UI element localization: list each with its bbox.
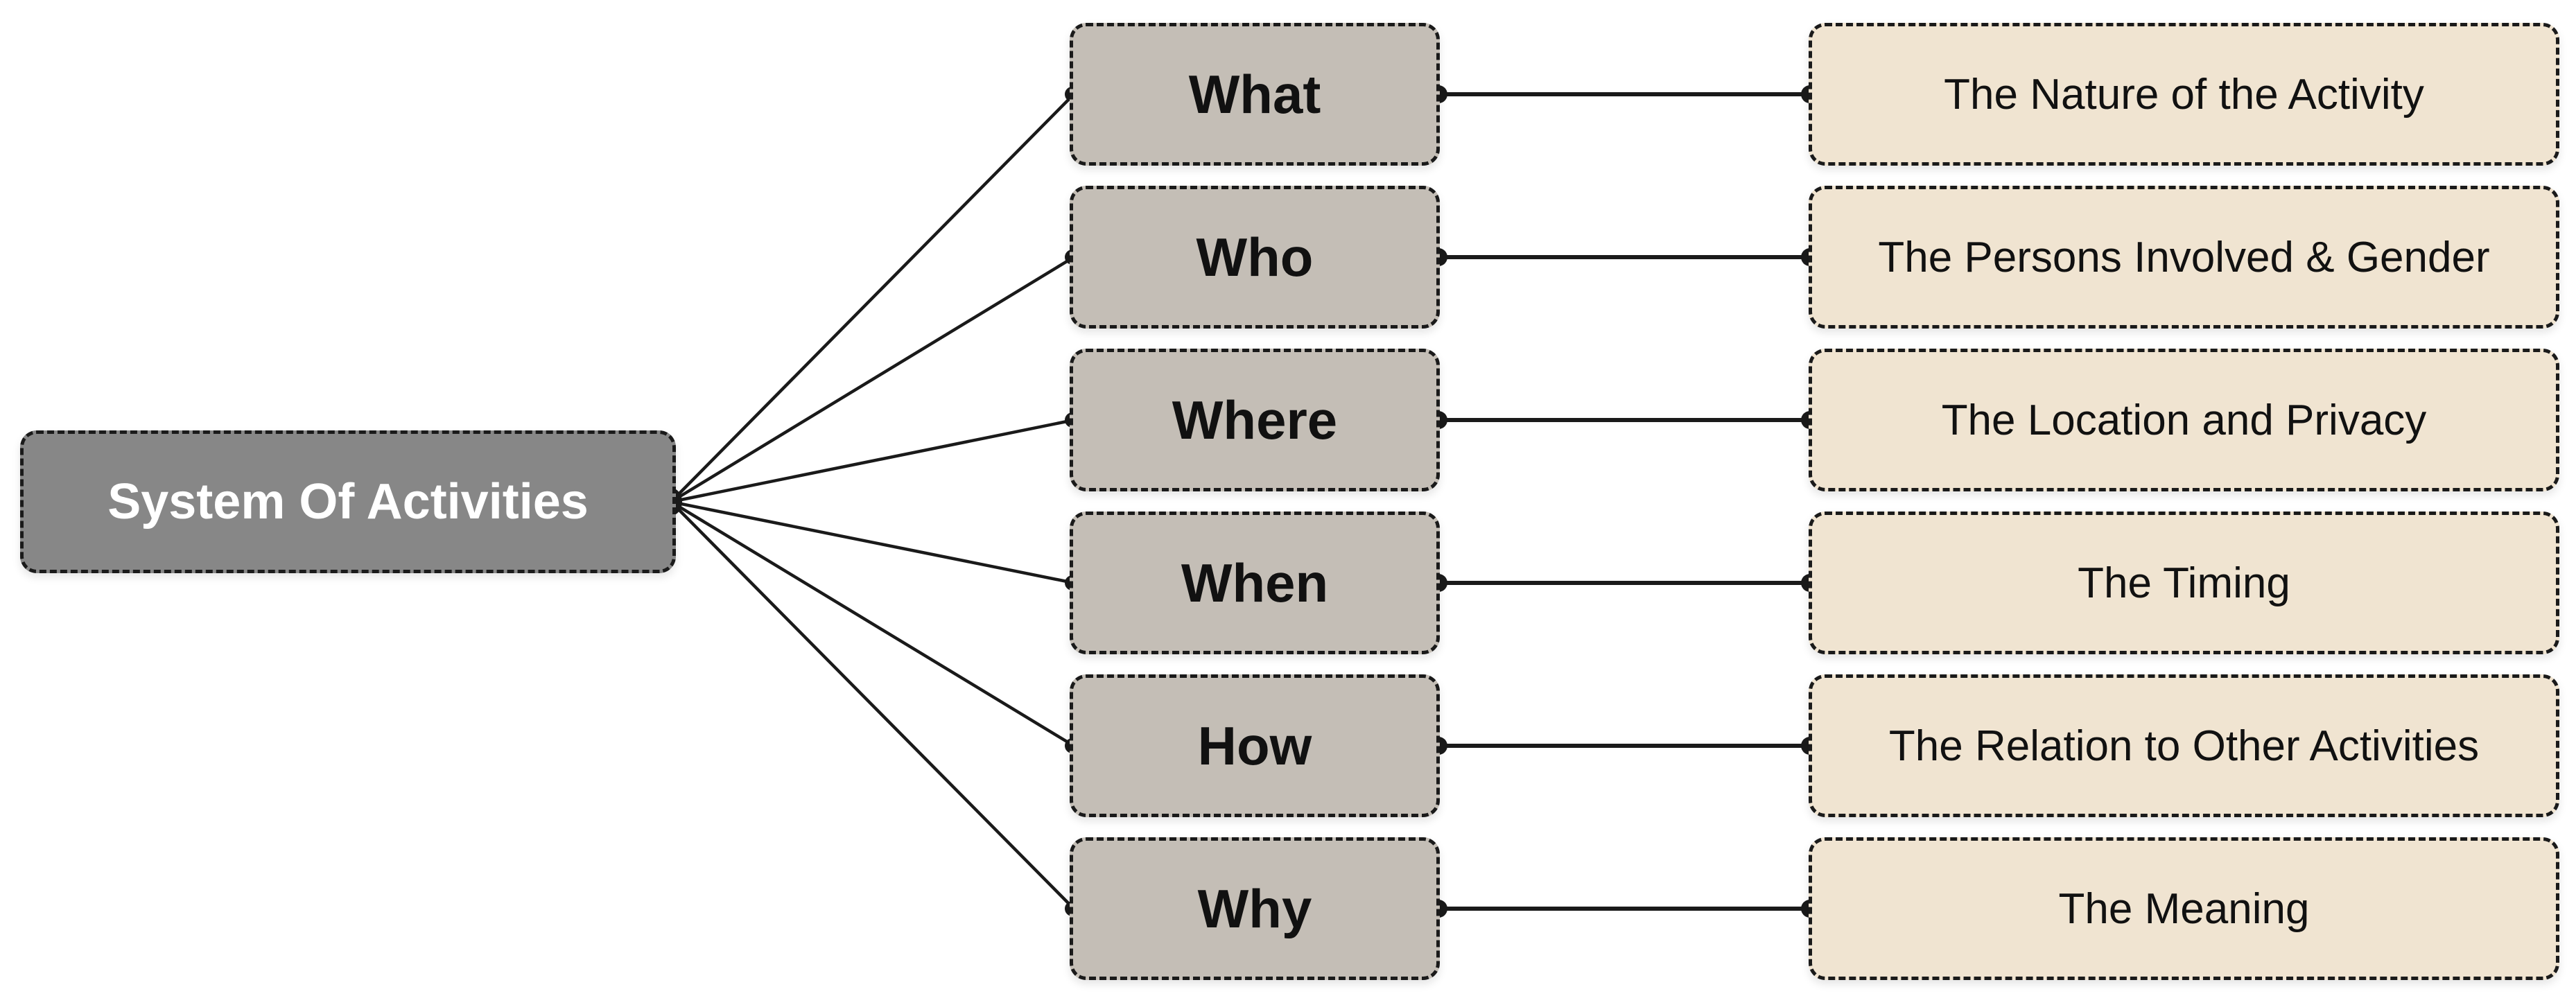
description-node-when: The Timing bbox=[1809, 512, 2559, 654]
description-node-who: The Persons Involved & Gender bbox=[1809, 186, 2559, 329]
root-node-system-of-activities: System Of Activities bbox=[20, 430, 676, 573]
question-node-why: Why bbox=[1070, 837, 1440, 980]
description-node-what: The Nature of the Activity bbox=[1809, 23, 2559, 166]
question-node-label: When bbox=[1181, 552, 1329, 613]
root-node-label: System Of Activities bbox=[107, 474, 589, 530]
question-node-label: Who bbox=[1196, 226, 1314, 288]
question-node-label: Why bbox=[1197, 877, 1312, 939]
connector-line bbox=[670, 418, 1074, 504]
description-node-how: The Relation to Other Activities bbox=[1809, 674, 2559, 817]
description-node-label: The Nature of the Activity bbox=[1944, 70, 2424, 119]
question-node-label: How bbox=[1197, 715, 1312, 776]
question-node-label: What bbox=[1188, 63, 1321, 125]
description-node-label: The Meaning bbox=[2058, 884, 2310, 933]
description-node-label: The Persons Involved & Gender bbox=[1878, 233, 2490, 281]
description-node-label: The Location and Privacy bbox=[1941, 396, 2427, 444]
question-node-what: What bbox=[1070, 23, 1440, 166]
description-node-where: The Location and Privacy bbox=[1809, 349, 2559, 491]
connector-line bbox=[670, 256, 1075, 503]
question-node-when: When bbox=[1070, 512, 1440, 654]
description-node-why: The Meaning bbox=[1809, 837, 2559, 980]
connector-line bbox=[670, 500, 1075, 747]
connector-line bbox=[670, 93, 1075, 503]
question-node-how: How bbox=[1070, 674, 1440, 817]
connector-line bbox=[670, 500, 1075, 910]
connector-line bbox=[670, 500, 1074, 585]
question-node-label: Where bbox=[1172, 389, 1338, 451]
description-node-label: The Timing bbox=[2078, 559, 2290, 607]
description-node-label: The Relation to Other Activities bbox=[1888, 722, 2480, 770]
question-node-who: Who bbox=[1070, 186, 1440, 329]
question-node-where: Where bbox=[1070, 349, 1440, 491]
